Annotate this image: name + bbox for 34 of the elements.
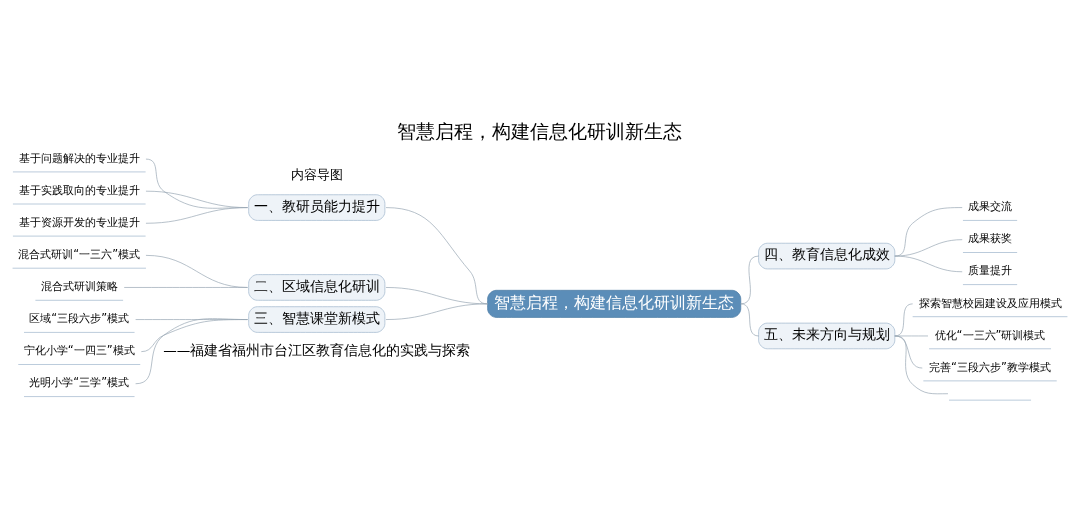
connector — [894, 239, 963, 257]
node-text: 质量提升 — [968, 263, 1013, 278]
connector — [740, 303, 759, 337]
diagram-title: 智慧启程，构建信息化研训新生态 — [397, 120, 683, 142]
node-text: 完善“三段六步”教学模式 — [929, 359, 1051, 374]
node-text: 优化“一三六”研训模式 — [934, 327, 1046, 342]
node-text: 成果交流 — [968, 199, 1013, 214]
node-box: 四、教育信息化成效 — [758, 242, 896, 270]
connector — [145, 207, 248, 224]
node-text: 成果获奖 — [968, 231, 1013, 246]
node-text: 探索智慧校园建设及应用模式 — [918, 295, 1062, 310]
node-box: 一、教研员能力提升 — [248, 194, 386, 221]
connector — [894, 335, 949, 395]
node-box: 智慧启程，构建信息化研训新生态 — [487, 289, 742, 318]
connector — [894, 207, 963, 257]
node-text: 混合式研训“一三六”模式 — [18, 247, 141, 262]
node-text: 混合式研训策略 — [40, 279, 118, 294]
node-box: 五、未来方向与规划 — [758, 322, 896, 350]
label: ——福建省福州市台江区教育信息化的实践与探索 — [163, 342, 471, 358]
connector — [894, 335, 929, 337]
node-box: 三、智慧课堂新模式 — [248, 306, 386, 333]
connector — [123, 287, 248, 288]
node-text: 基于实践取向的专业提升 — [18, 182, 140, 197]
node-text: 基于问题解决的专业提升 — [18, 150, 140, 165]
node-text: 基于资源开发的专业提升 — [18, 214, 140, 229]
node-text: 区域“三段六步”模式 — [29, 311, 130, 326]
connector — [385, 303, 488, 320]
label: 内容导图 — [290, 166, 343, 182]
node-text: 宁化小学“一四三”模式 — [23, 343, 135, 358]
connector — [135, 318, 248, 385]
connector — [740, 255, 759, 305]
node-box: 二、区域信息化研训 — [248, 274, 386, 301]
node-text: 光明小学“三学”模式 — [29, 375, 130, 390]
connector — [894, 255, 963, 273]
